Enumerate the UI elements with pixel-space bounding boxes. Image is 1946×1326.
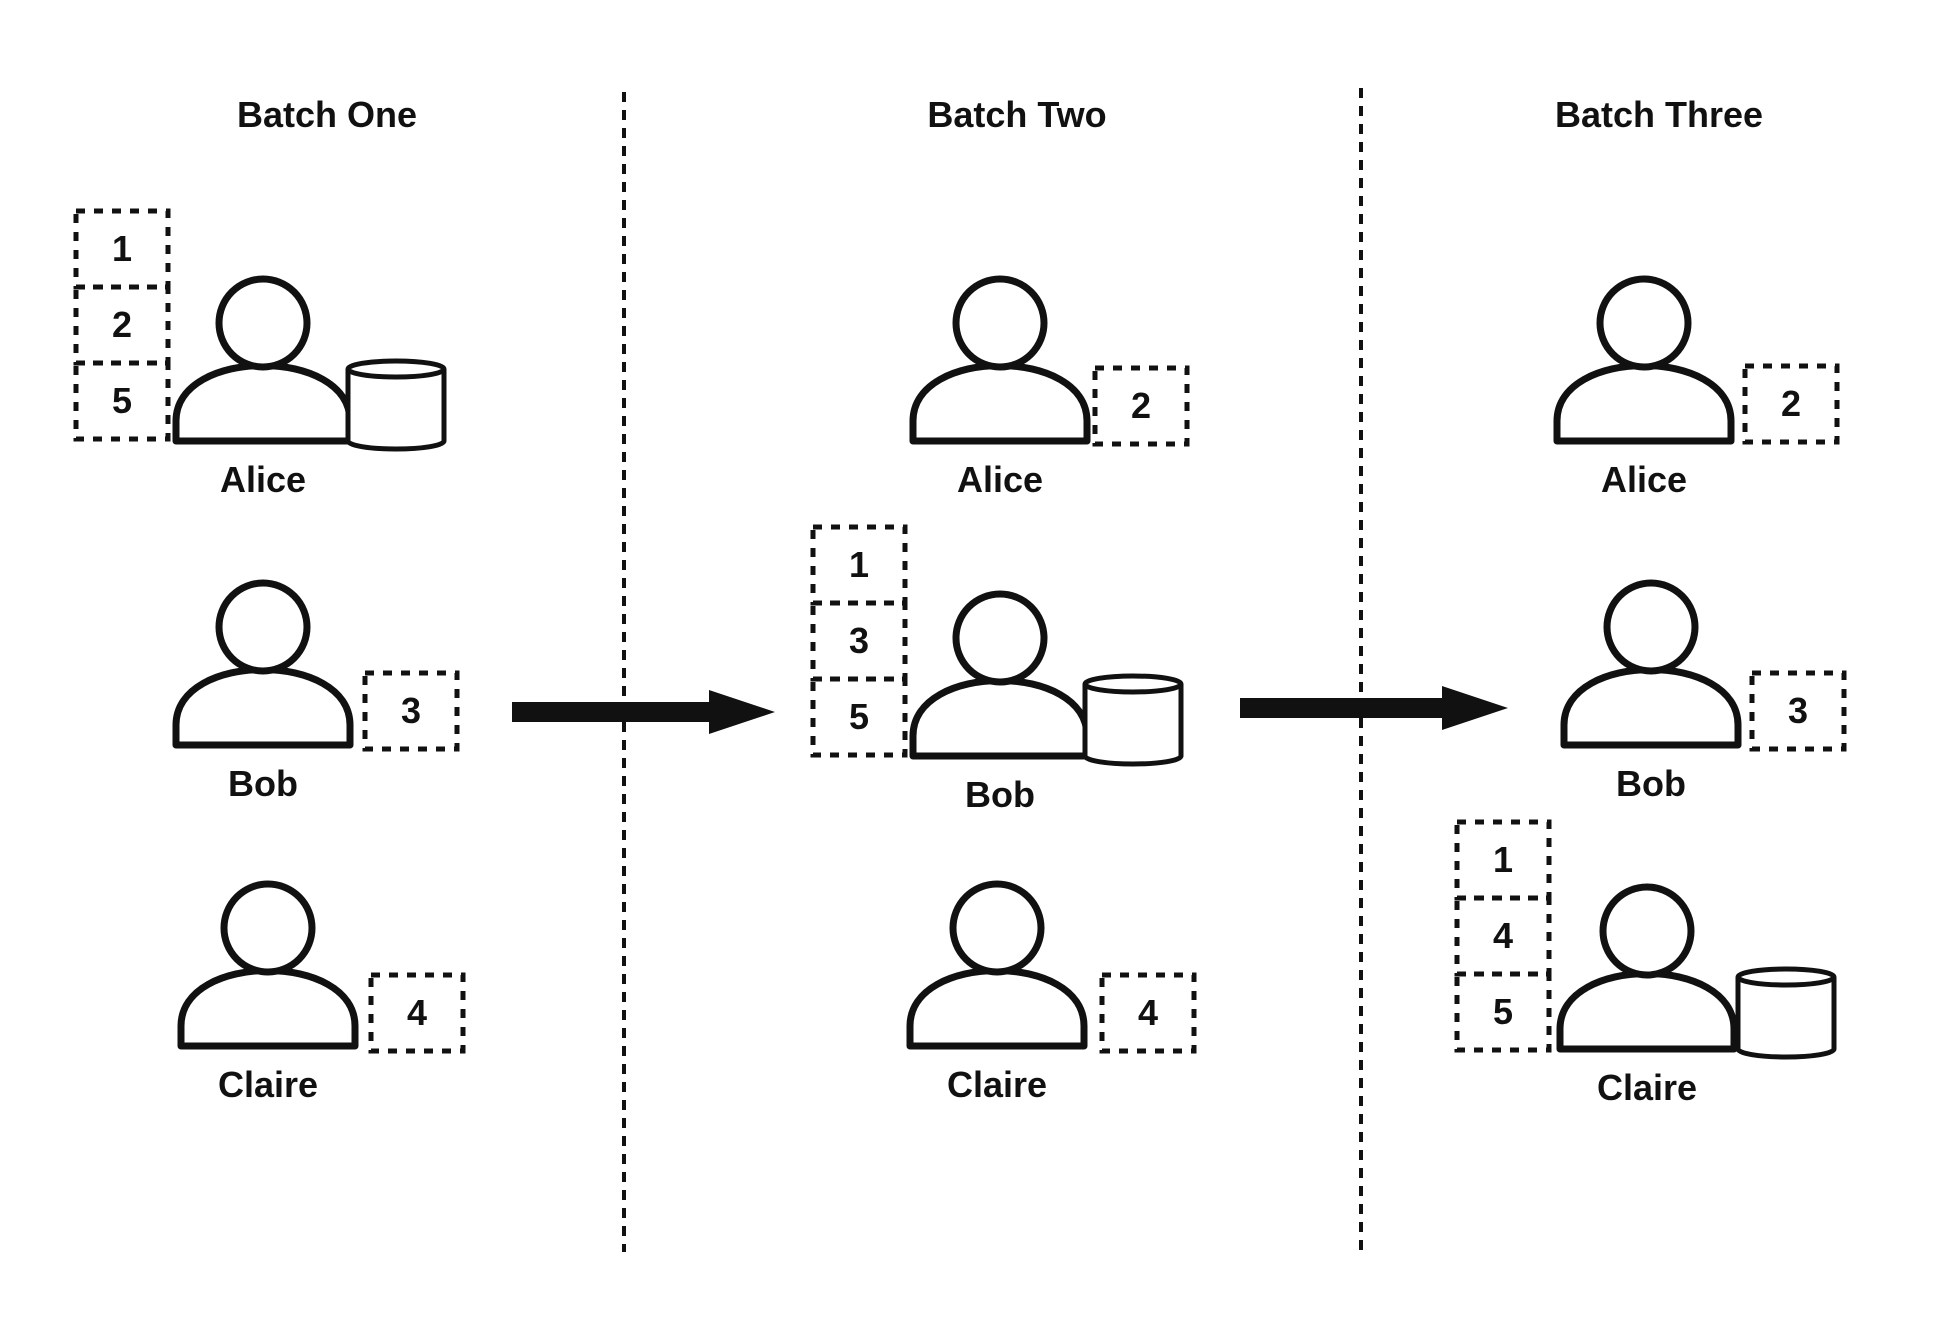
item-box-number: 4 xyxy=(1493,915,1513,956)
person-name: Alice xyxy=(957,459,1043,500)
person-icon xyxy=(906,880,1088,1050)
person-icon xyxy=(177,880,359,1050)
database-icon xyxy=(345,358,447,452)
person-body xyxy=(172,666,354,749)
person-body xyxy=(1553,362,1735,445)
person-name: Alice xyxy=(220,459,306,500)
item-box: 1 xyxy=(810,524,908,606)
item-box: 5 xyxy=(73,360,171,442)
item-box: 1 xyxy=(73,208,171,290)
item-box: 5 xyxy=(1454,971,1552,1053)
person-body xyxy=(172,362,354,445)
person-icon xyxy=(1553,275,1735,445)
person-head xyxy=(220,880,316,976)
person-head xyxy=(1603,579,1699,675)
person-body xyxy=(909,677,1091,760)
item-box: 2 xyxy=(1092,365,1190,447)
item-box-number: 4 xyxy=(407,992,427,1033)
item-box: 4 xyxy=(1454,895,1552,977)
person-head xyxy=(1596,275,1692,371)
item-box-number: 4 xyxy=(1138,992,1158,1033)
person-icon xyxy=(172,579,354,749)
person-icon xyxy=(1560,579,1742,749)
person-head xyxy=(952,275,1048,371)
person-body xyxy=(1556,970,1738,1053)
database-icon xyxy=(1082,673,1184,767)
batch-title: Batch Two xyxy=(927,94,1106,135)
right-arrow-icon xyxy=(1240,686,1508,730)
person-icon xyxy=(909,275,1091,445)
item-box-number: 1 xyxy=(112,228,132,269)
right-arrow-icon xyxy=(512,690,775,734)
person-head xyxy=(215,275,311,371)
item-box-number: 1 xyxy=(1493,839,1513,880)
item-box-number: 3 xyxy=(401,690,421,731)
person-icon xyxy=(909,590,1091,760)
item-box-number: 3 xyxy=(1788,690,1808,731)
item-box: 1 xyxy=(1454,819,1552,901)
person-icon xyxy=(1556,883,1738,1053)
person-head xyxy=(952,590,1048,686)
person-name: Alice xyxy=(1601,459,1687,500)
item-box-number: 1 xyxy=(849,544,869,585)
item-box-number: 2 xyxy=(1131,385,1151,426)
item-box: 4 xyxy=(1099,972,1197,1054)
item-box: 3 xyxy=(810,600,908,682)
item-box: 3 xyxy=(1749,670,1847,752)
item-box: 4 xyxy=(368,972,466,1054)
item-box: 5 xyxy=(810,676,908,758)
person-body xyxy=(177,967,359,1050)
person-body xyxy=(906,967,1088,1050)
item-box: 2 xyxy=(73,284,171,366)
person-icon xyxy=(172,275,354,445)
person-name: Bob xyxy=(965,774,1035,815)
person-head xyxy=(1599,883,1695,979)
item-box-number: 3 xyxy=(849,620,869,661)
person-body xyxy=(1560,666,1742,749)
item-box-number: 2 xyxy=(112,304,132,345)
person-head xyxy=(949,880,1045,976)
person-name: Bob xyxy=(1616,763,1686,804)
database-icon xyxy=(1735,966,1837,1060)
item-box-number: 2 xyxy=(1781,383,1801,424)
item-box-number: 5 xyxy=(849,696,869,737)
person-body xyxy=(909,362,1091,445)
person-name: Claire xyxy=(947,1064,1047,1105)
person-name: Claire xyxy=(1597,1067,1697,1108)
item-box: 2 xyxy=(1742,363,1840,445)
batch-title: Batch Three xyxy=(1555,94,1763,135)
item-box: 3 xyxy=(362,670,460,752)
person-name: Claire xyxy=(218,1064,318,1105)
person-head xyxy=(215,579,311,675)
person-name: Bob xyxy=(228,763,298,804)
item-box-number: 5 xyxy=(1493,991,1513,1032)
item-box-number: 5 xyxy=(112,380,132,421)
batch-title: Batch One xyxy=(237,94,417,135)
